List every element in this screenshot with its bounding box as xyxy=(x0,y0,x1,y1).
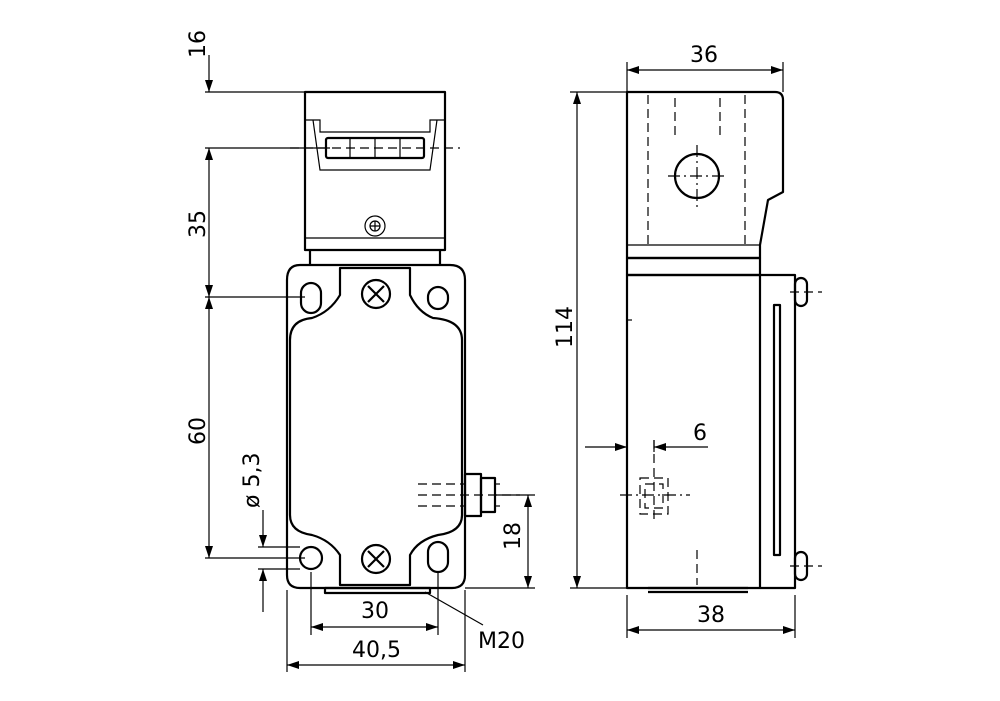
mounting-hole-top-right xyxy=(426,285,450,311)
actuator-hole xyxy=(668,145,728,210)
mounting-hole-top-left xyxy=(299,281,323,315)
dim-body-depth-label: 38 xyxy=(697,603,725,628)
housing-body xyxy=(285,263,520,595)
side-dims xyxy=(570,62,796,638)
dim-head-top-label: 16 xyxy=(186,30,211,58)
dim-head-width-label: 36 xyxy=(690,43,718,68)
cover-screw-bottom xyxy=(360,543,392,575)
mounting-hole-bottom-right xyxy=(426,540,450,574)
front-vertical-dims xyxy=(205,55,535,612)
dim-body-width-label: 40,5 xyxy=(352,638,401,663)
dim-actuator-depth-label: 6 xyxy=(693,421,707,446)
actuator-head xyxy=(290,90,460,252)
dim-hole-spacing-label: 30 xyxy=(361,599,389,624)
dim-head-height-label: 35 xyxy=(186,210,211,238)
thread-label: M20 xyxy=(478,629,525,654)
dim-total-height-label: 114 xyxy=(553,306,578,348)
cover-screw-top xyxy=(360,278,392,310)
dim-hole-diameter-label: ø 5,3 xyxy=(240,453,265,508)
side-body xyxy=(620,256,822,594)
dim-body-holes-label: 60 xyxy=(186,417,211,445)
front-horizontal-dims xyxy=(286,572,484,672)
side-head xyxy=(625,90,785,260)
side-view: 36 114 6 38 xyxy=(553,43,822,638)
dim-cable-offset-label: 18 xyxy=(501,522,526,550)
front-view: 16 35 60 ø 5,3 18 30 40,5 M20 xyxy=(186,30,535,672)
